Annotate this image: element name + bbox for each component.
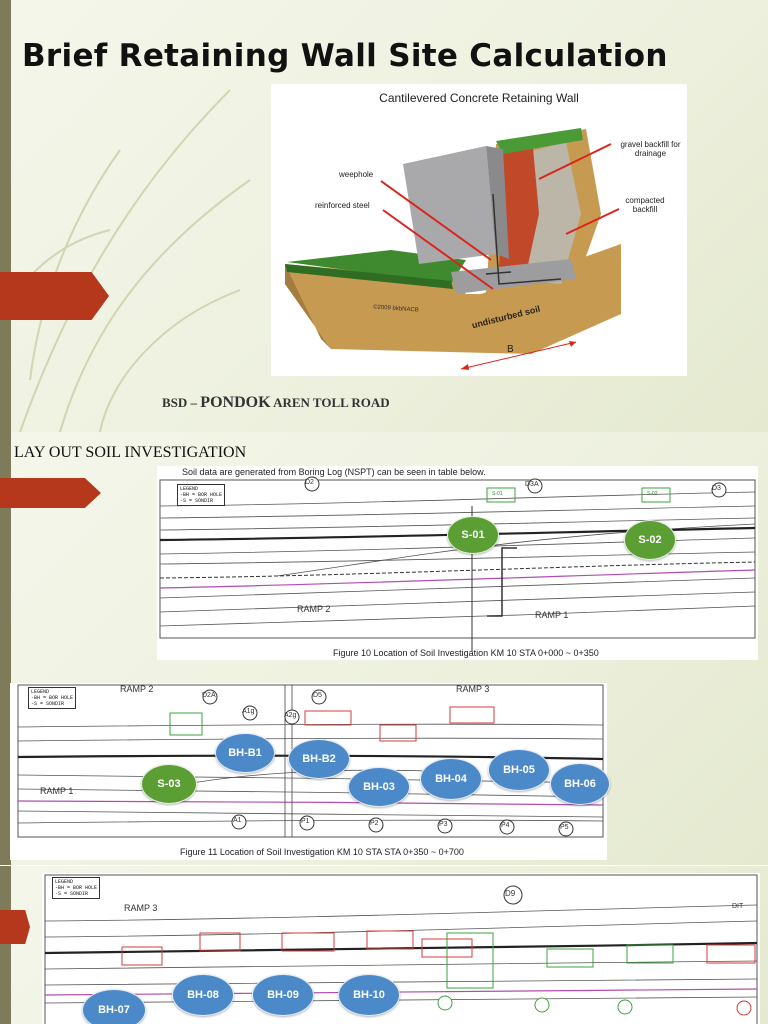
legend-sondir: -S = SONDIR	[31, 701, 65, 707]
borehole-marker-bh-07[interactable]: BH-07	[82, 989, 146, 1024]
legend-title: LEGEND	[180, 486, 199, 492]
subtitle-suffix: AREN TOLL ROAD	[273, 395, 390, 410]
legend-sondir: -S = SONDIR	[180, 498, 214, 504]
borehole-marker-bh-b1[interactable]: BH-B1	[215, 733, 275, 773]
sondir-marker-s03[interactable]: S-03	[141, 764, 197, 804]
slide-soil-investigation-continued: LEGEND -BH = BOR HOLE -S = SONDIR RAMP 3…	[0, 866, 768, 1024]
ref-box-s01: S-01	[492, 491, 503, 497]
ramp-label-2: RAMP 2	[297, 604, 331, 614]
ref-a2g: A2g	[284, 712, 297, 719]
borehole-marker-bh-05[interactable]: BH-05	[488, 749, 550, 791]
figure-11-caption: Figure 11 Location of Soil Investigation…	[180, 847, 464, 857]
legend-borehole: -BH = BOR HOLE	[180, 492, 223, 498]
ref-d3a: D3A	[525, 481, 539, 488]
label-dimension-b: B	[507, 344, 514, 355]
figure-heading: Cantilevered Concrete Retaining Wall	[379, 91, 579, 105]
ref-dit: DIT	[732, 903, 744, 910]
ramp-label-2: RAMP 2	[120, 684, 154, 694]
plan-legend: LEGEND -BH = BOR HOLE -S = SONDIR	[52, 877, 101, 899]
borehole-marker-bh-04[interactable]: BH-04	[420, 758, 482, 800]
ref-p5: P5	[560, 824, 569, 831]
section-title: LAY OUT SOIL INVESTIGATION	[14, 444, 247, 461]
plan-drawing	[44, 874, 758, 1024]
borehole-marker-bh-06[interactable]: BH-06	[550, 763, 610, 805]
accent-arrow	[0, 478, 101, 508]
borehole-marker-bh-b2[interactable]: BH-B2	[288, 739, 350, 779]
label-reinforced-steel: reinforced steel	[315, 201, 370, 210]
left-bar	[0, 866, 11, 1024]
borehole-marker-bh-03[interactable]: BH-03	[348, 767, 410, 807]
plan-legend: LEGEND -BH = BOR HOLE -S = SONDIR	[177, 484, 226, 506]
figure-10-plan: Soil data are generated from Boring Log …	[157, 466, 758, 660]
borehole-marker-bh-09[interactable]: BH-09	[252, 974, 314, 1016]
ref-p1: P1	[301, 818, 310, 825]
ref-d5: D5	[313, 692, 322, 699]
legend-borehole: -BH = BOR HOLE	[55, 885, 98, 891]
boring-log-note: Soil data are generated from Boring Log …	[182, 467, 486, 477]
project-subtitle: BSD – PONDOK AREN TOLL ROAD	[162, 394, 390, 412]
subtitle-prefix: BSD –	[162, 395, 198, 410]
plan-legend: LEGEND -BH = BOR HOLE -S = SONDIR	[28, 687, 77, 709]
ref-d3: D3	[712, 485, 721, 492]
plan-drawing	[159, 476, 756, 651]
ramp-label-1: RAMP 1	[535, 610, 569, 620]
label-weephole: weephole	[339, 170, 374, 179]
label-compacted-backfill: compacted backfill	[625, 196, 665, 214]
ref-a1: A1	[233, 817, 242, 824]
slide-retaining-wall: Brief Retaining Wall Site Calculation Ca…	[0, 0, 768, 432]
page-title: Brief Retaining Wall Site Calculation	[22, 38, 668, 74]
ramp-label-3: RAMP 3	[456, 684, 490, 694]
ref-box-s02: S-02	[647, 491, 658, 497]
sondir-marker-s02[interactable]: S-02	[624, 520, 676, 560]
legend-title: LEGEND	[31, 689, 50, 695]
left-bar	[0, 432, 11, 865]
subtitle-emphasis: PONDOK	[200, 394, 271, 411]
ref-a1g: A1g	[242, 708, 255, 715]
accent-arrow	[0, 272, 109, 320]
figure-10-caption: Figure 10 Location of Soil Investigation…	[333, 648, 599, 658]
figure-12-plan: LEGEND -BH = BOR HOLE -S = SONDIR RAMP 3…	[42, 873, 760, 1024]
ref-p2: P2	[370, 820, 379, 827]
ramp-label-3: RAMP 3	[124, 903, 158, 913]
ref-d2: D2	[305, 479, 314, 486]
legend-title: LEGEND	[55, 879, 74, 885]
retaining-wall-figure: Cantilevered Concrete Retaining Wall	[271, 84, 687, 376]
ref-d9: D9	[505, 889, 516, 898]
ref-d2a: D2A	[202, 692, 216, 699]
left-bar	[0, 0, 11, 432]
slide-soil-investigation: LAY OUT SOIL INVESTIGATION Soil data are…	[0, 432, 768, 865]
accent-arrow	[0, 910, 30, 944]
ref-p4: P4	[501, 822, 510, 829]
wall-illustration	[285, 128, 621, 370]
figure-11-plan: LEGEND -BH = BOR HOLE -S = SONDIR RAMP 2…	[10, 683, 610, 860]
ref-p3: P3	[439, 821, 448, 828]
legend-borehole: -BH = BOR HOLE	[31, 695, 74, 701]
borehole-marker-bh-08[interactable]: BH-08	[172, 974, 234, 1016]
legend-sondir: -S = SONDIR	[55, 891, 89, 897]
label-gravel-backfill: gravel backfill for drainage	[620, 140, 681, 158]
sondir-marker-s01[interactable]: S-01	[447, 516, 499, 554]
borehole-marker-bh-10[interactable]: BH-10	[338, 974, 400, 1016]
ramp-label-1: RAMP 1	[40, 786, 74, 796]
